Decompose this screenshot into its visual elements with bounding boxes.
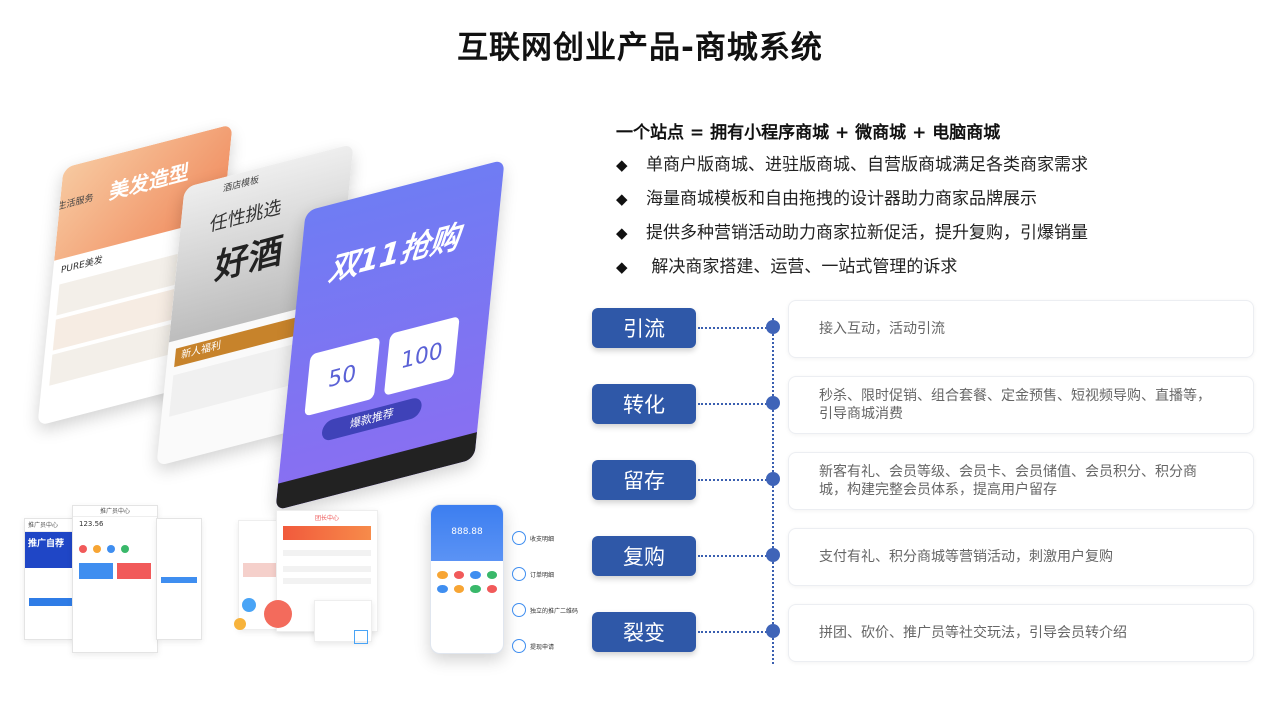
wallet-menu-item: 收支明细: [512, 520, 592, 556]
timeline-dot: [766, 624, 780, 638]
qrcode-icon: [512, 603, 526, 617]
intro-bullet: ◆ 提供多种营销活动助力商家拉新促活，提升复购，引爆销量: [616, 216, 1256, 250]
scan-icon: [354, 630, 368, 644]
feature-description: 拼团、砍价、推广员等社交玩法，引导会员转介绍: [788, 604, 1254, 662]
diamond-bullet-icon: ◆: [616, 190, 628, 208]
template-phone-double11: 双11抢购 50 100 爆款推荐: [275, 159, 505, 511]
connector-line: [698, 327, 770, 329]
page-title: 互联网创业产品-商城系统: [457, 30, 823, 66]
list-icon: [512, 531, 526, 545]
withdraw-icon: [512, 639, 526, 653]
download-icon: [234, 618, 246, 630]
card-banner: 推广自荐: [25, 532, 81, 568]
timeline-dot: [766, 396, 780, 410]
coupon-card: 50: [304, 336, 381, 417]
timeline-dot: [766, 472, 780, 486]
user-avatar-icon: [264, 600, 292, 628]
feature-description: 接入互动，活动引流: [788, 300, 1254, 358]
card-title: 团长中心: [314, 515, 339, 522]
feature-label-button[interactable]: 引流: [592, 308, 696, 348]
connector-line: [698, 631, 770, 633]
promoter-detail-card: 推广员中心 123.56: [72, 505, 158, 653]
connector-line: [698, 479, 770, 481]
wallet-menu-item: 提现申请: [512, 628, 592, 664]
team-leader-illustration: 团长中心: [224, 500, 400, 660]
feature-description: 秒杀、限时促销、组合套餐、定金预售、短视频导购、直播等，引导商城消费: [788, 376, 1254, 434]
connector-line: [698, 555, 770, 557]
order-icon: [512, 567, 526, 581]
timeline-line: [772, 318, 774, 664]
promoter-settings-card: [156, 518, 202, 640]
wallet-balance: 888.88: [431, 505, 503, 561]
coupon-card: 100: [383, 315, 460, 396]
order-card: [314, 600, 372, 642]
feature-label-button[interactable]: 复购: [592, 536, 696, 576]
feature-label-button[interactable]: 转化: [592, 384, 696, 424]
diamond-bullet-icon: ◆: [616, 156, 628, 174]
intro-bullet: ◆ 单商户版商城、进驻版商城、自营版商城满足各类商家需求: [616, 148, 1256, 182]
wallet-menu: 收支明细 订单明细 独立的推广二维码 提现申请: [512, 520, 592, 664]
wallet-menu-item: 独立的推广二维码: [512, 592, 592, 628]
intro-bullet: ◆ 解决商家搭建、运营、一站式管理的诉求: [616, 250, 1256, 284]
feature-label-button[interactable]: 留存: [592, 460, 696, 500]
timeline-dot: [766, 320, 780, 334]
diamond-bullet-icon: ◆: [616, 258, 628, 276]
intro-section: 一个站点 = 拥有小程序商城 + 微商城 + 电脑商城 ◆ 单商户版商城、进驻版…: [616, 118, 1256, 284]
card-amount: 123.56: [79, 520, 104, 528]
feature-label-button[interactable]: 裂变: [592, 612, 696, 652]
wallet-menu-item: 订单明细: [512, 556, 592, 592]
feature-row-repurchase: 复购 支付有礼、积分商城等营销活动，刺激用户复购: [590, 528, 1260, 590]
timeline-dot: [766, 548, 780, 562]
intro-bullet: ◆ 海量商城模板和自由拖拽的设计器助力商家品牌展示: [616, 182, 1256, 216]
card-title: 推广员中心: [73, 506, 157, 517]
wallet-phone: 888.88: [430, 504, 504, 654]
feature-row-conversion: 转化 秒杀、限时促销、组合套餐、定金预售、短视频导购、直播等，引导商城消费: [590, 376, 1260, 438]
connector-line: [698, 403, 770, 405]
mall-template-showcase: 美发造型 PURE美发 生活服务 任性挑选 好酒 新人福利 酒店模板 双11抢购…: [37, 124, 580, 511]
intro-headline: 一个站点 = 拥有小程序商城 + 微商城 + 电脑商城: [616, 123, 1001, 143]
feature-description: 新客有礼、会员等级、会员卡、会员储值、会员积分、积分商城，构建完整会员体系，提高…: [788, 452, 1254, 510]
diamond-bullet-icon: ◆: [616, 224, 628, 242]
bottom-nav: [275, 432, 478, 511]
feature-row-acquisition: 引流 接入互动，活动引流: [590, 300, 1260, 362]
feature-row-retention: 留存 新客有礼、会员等级、会员卡、会员储值、会员积分、积分商城，构建完整会员体系…: [590, 452, 1260, 514]
shirt-icon: [242, 598, 256, 612]
card-title: 推广员中心: [25, 519, 81, 532]
feature-row-fission: 裂变 拼团、砍价、推广员等社交玩法，引导会员转介绍: [590, 604, 1260, 666]
feature-description: 支付有礼、积分商城等营销活动，刺激用户复购: [788, 528, 1254, 586]
